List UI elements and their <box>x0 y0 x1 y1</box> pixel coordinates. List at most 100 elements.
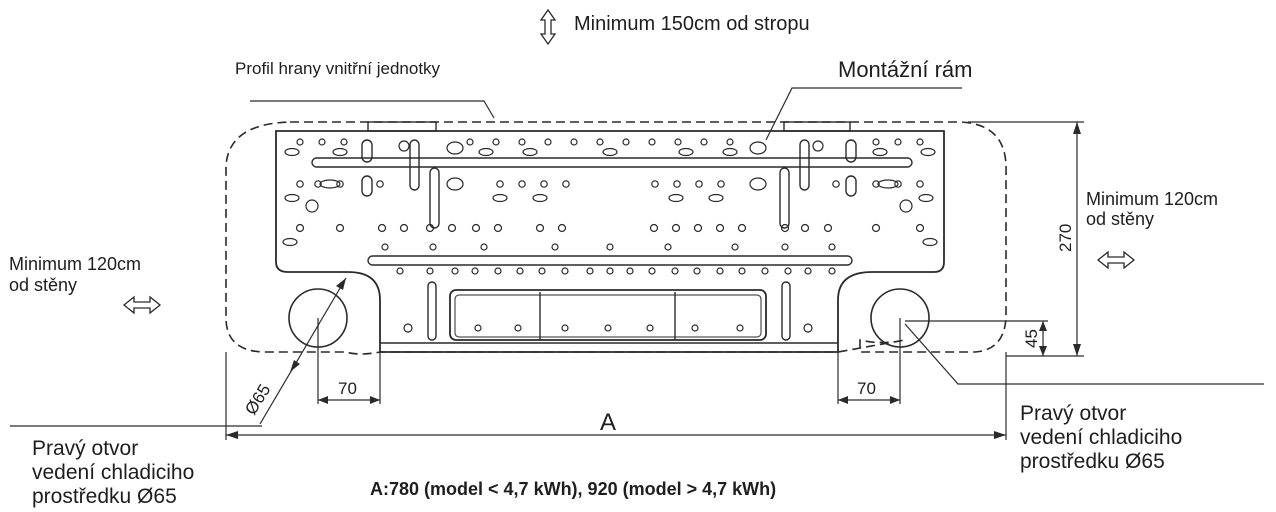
frame-slot-lower <box>367 255 853 266</box>
frame-hole <box>305 199 319 213</box>
double-arrow-horizontal-icon <box>122 295 162 315</box>
frame-hole <box>671 223 681 233</box>
frame-hole <box>493 223 503 233</box>
frame-hole <box>872 180 880 188</box>
frame-vslot-5 <box>427 281 437 341</box>
frame-hole <box>626 267 634 275</box>
frame-hole <box>693 267 701 275</box>
height-dim-label: 270 <box>1056 224 1075 252</box>
left70-arrow-r <box>370 396 380 404</box>
frame-hole <box>800 223 810 233</box>
left70-arrow-l <box>318 396 328 404</box>
frame-slot-hole <box>282 237 298 247</box>
frame-hole <box>494 267 502 275</box>
frame-hole <box>804 267 812 275</box>
height-arrow-bottom <box>1073 344 1081 356</box>
frame-hole <box>381 243 389 251</box>
frame-slot-hole <box>678 147 694 157</box>
frame-hole <box>496 180 504 188</box>
frame-hole <box>899 199 913 213</box>
left-hole-label-1: Pravý otvor <box>32 437 139 460</box>
frame-hole <box>471 267 479 275</box>
frame-hole <box>700 138 708 146</box>
frame-hole <box>651 180 659 188</box>
frame-hole <box>561 324 569 332</box>
frame-slot-upper <box>311 157 913 168</box>
edge-profile-leader <box>250 100 495 119</box>
frame-hole <box>296 138 304 146</box>
frame-slot-hole <box>492 193 508 203</box>
frame-holes <box>282 138 938 333</box>
width-formula-label: A:780 (model < 4,7 kWh), 920 (model > 4,… <box>370 479 777 499</box>
frame-hole <box>738 267 746 275</box>
height-arrow-top <box>1073 122 1081 134</box>
frame-hole <box>803 323 813 333</box>
frame-hole <box>492 138 500 146</box>
right-hole-label-3: prostředku Ø65 <box>1020 450 1165 473</box>
frame-hole <box>693 223 703 233</box>
diameter-arrow-b <box>290 360 300 372</box>
frame-top-notch-right <box>783 121 851 132</box>
frame-hole <box>399 223 409 233</box>
frame-hole <box>295 223 305 233</box>
right70-dim-label: 70 <box>857 379 876 398</box>
indoor-unit-outline <box>225 121 1007 355</box>
width-arrow-right <box>994 431 1006 439</box>
left-clearance-label-1: Minimum 120cm <box>9 254 142 274</box>
right70-arrow-l <box>838 396 848 404</box>
frame-hole <box>586 267 594 275</box>
frame-hole <box>535 223 545 233</box>
frame-vslot-10 <box>845 175 857 197</box>
left-clearance-label-2: od stěny <box>9 275 78 295</box>
frame-hole <box>736 324 744 332</box>
frame-hole <box>561 267 569 275</box>
frame-slot-hole <box>332 147 348 157</box>
frame-hole <box>474 324 482 332</box>
frame-hole <box>518 180 526 188</box>
frame-hole <box>540 180 548 188</box>
offset45-dim-label: 45 <box>1022 329 1041 348</box>
frame-hole <box>894 180 902 188</box>
frame-vslot-9 <box>361 175 373 197</box>
frame-hole <box>812 140 824 152</box>
frame-hole <box>314 180 322 188</box>
frame-hole <box>447 223 457 233</box>
frame-vslot-3 <box>779 167 790 229</box>
frame-hole <box>648 267 656 275</box>
frame-hole <box>451 267 459 275</box>
diameter-leader <box>259 277 347 425</box>
frame-hole <box>916 180 924 188</box>
width-arrow-left <box>226 431 238 439</box>
frame-hole <box>648 138 656 146</box>
frame-hole <box>596 138 604 146</box>
frame-hole <box>716 267 724 275</box>
frame-hole <box>376 180 384 188</box>
frame-hole <box>544 138 552 146</box>
offset45-arrow-top <box>1039 321 1047 331</box>
frame-hole <box>828 267 836 275</box>
frame-slot-hole <box>918 193 934 203</box>
frame-hole <box>784 267 792 275</box>
frame-slot-hole <box>872 147 888 157</box>
frame-hole <box>715 223 725 233</box>
mounting-frame-outline <box>275 130 945 353</box>
frame-hole <box>471 223 481 233</box>
frame-hole <box>781 243 789 251</box>
frame-vslot-6 <box>781 281 791 341</box>
frame-hole <box>646 324 654 332</box>
left70-dim-label: 70 <box>338 379 357 398</box>
frame-hole <box>726 138 734 146</box>
frame-hole <box>396 267 404 275</box>
top-clearance-label: Minimum 150cm od stropu <box>574 13 810 35</box>
frame-window <box>449 289 767 341</box>
right-clearance-label-1: Minimum 120cm <box>1086 189 1219 209</box>
frame-hole <box>606 243 614 251</box>
frame-slot-hole <box>446 177 464 191</box>
right-hole-label-1: Pravý otvor <box>1020 402 1127 425</box>
frame-hole <box>296 180 304 188</box>
frame-hole <box>915 223 925 233</box>
frame-hole <box>673 180 681 188</box>
frame-hole <box>606 267 614 275</box>
frame-hole <box>828 243 836 251</box>
